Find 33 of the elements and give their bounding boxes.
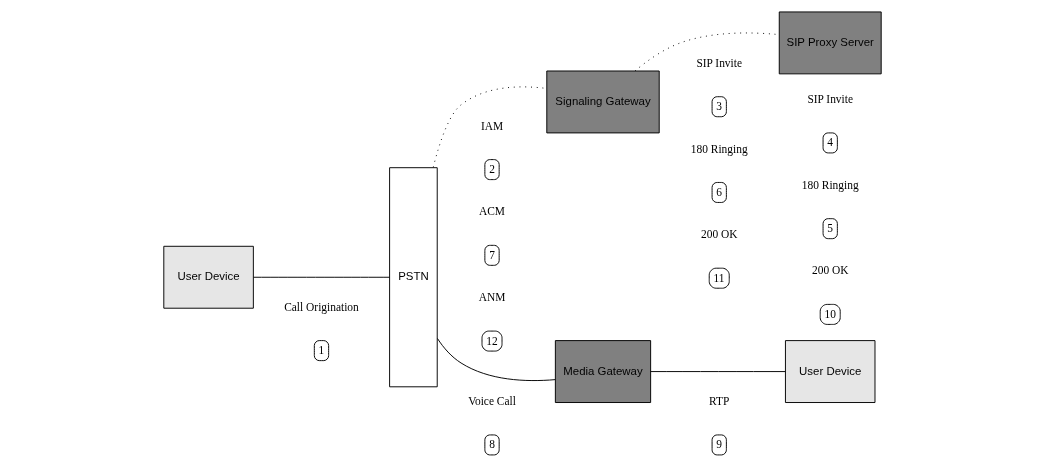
node-box: SIP Proxy Server [778, 11, 882, 75]
label: 200 OK [811, 264, 849, 277]
label: 8 [489, 438, 495, 451]
label: IAM [480, 119, 504, 132]
label: 6 [716, 185, 723, 198]
label: 12 [486, 334, 498, 347]
node-box: Media Gateway [554, 340, 652, 403]
label: SIP Invite [696, 56, 743, 69]
label: 3 [716, 100, 723, 113]
label: RTP [709, 395, 730, 408]
node-box: PSTN [389, 167, 438, 388]
label: 4 [827, 136, 834, 149]
label: 7 [489, 248, 495, 261]
label: Voice Call [468, 395, 516, 408]
label: ANM [478, 291, 506, 304]
label: Call Origination [284, 300, 359, 313]
node-box: User Device [163, 245, 254, 309]
label: 10 [824, 307, 836, 320]
label: SIP Invite [807, 93, 854, 105]
node-box: User Device [784, 340, 876, 403]
connector [437, 338, 556, 382]
connector [650, 371, 786, 373]
label: 200 OK [700, 228, 738, 241]
label: 11 [713, 271, 725, 284]
label: ACM [479, 205, 506, 218]
node-box: Signaling Gateway [546, 70, 660, 134]
label: 2 [489, 163, 495, 176]
label: 5 [827, 222, 834, 235]
connector [253, 276, 391, 278]
label: 180 Ringing [690, 142, 748, 155]
label: 180 Ringing [801, 178, 859, 191]
label: 1 [318, 344, 325, 357]
label: 9 [716, 438, 723, 451]
